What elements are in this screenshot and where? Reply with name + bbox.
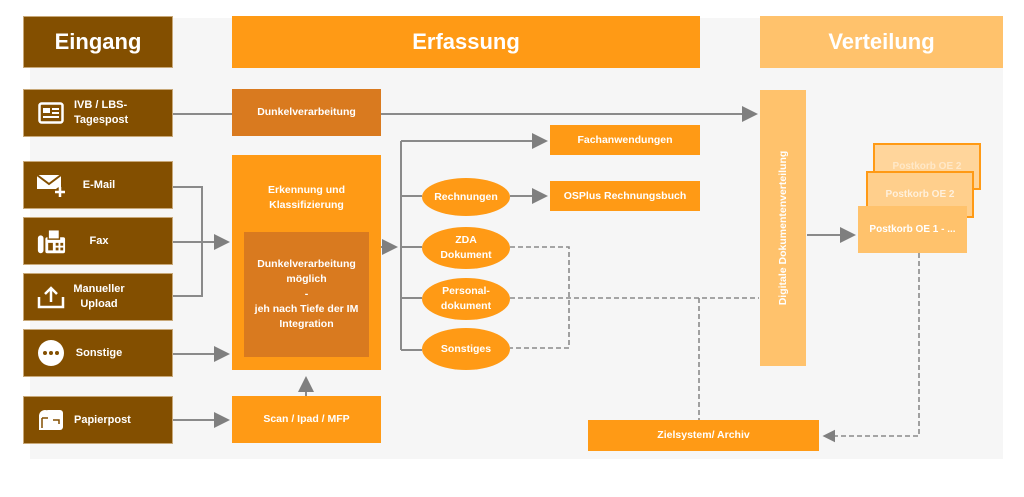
input-fax[interactable]: Fax [23, 217, 173, 265]
postkorb-oe1[interactable]: Postkorb OE 1 - ... [858, 206, 967, 253]
recognition-detail: Dunkelverarbeitung möglich - jeh nach Ti… [244, 232, 369, 357]
category-sonstiges[interactable]: Sonstiges [422, 328, 510, 370]
newspaper-icon [36, 98, 66, 128]
input-label: Fax [89, 234, 109, 247]
input-label: Manueller Upload [73, 283, 125, 310]
input-label: IVB / LBS- Tagespost [74, 99, 129, 126]
target-fachanwendungen[interactable]: Fachanwendungen [550, 125, 700, 155]
category-zda-dokument[interactable]: ZDA Dokument [422, 227, 510, 269]
fax-icon [36, 226, 66, 256]
input-sonstige[interactable]: Sonstige [23, 329, 173, 377]
dashed-postkorb-archiv [822, 253, 920, 443]
dunkelverarbeitung-box[interactable]: Dunkelverarbeitung [232, 89, 381, 136]
header-verteilung: Verteilung [760, 16, 1003, 68]
distribution-label: Digitale Dokumentenverteilung [777, 150, 789, 306]
mailbox-icon [36, 405, 66, 435]
target-rechnungsbuch[interactable]: OSPlus Rechnungsbuch [550, 181, 700, 211]
header-erfassung: Erfassung [232, 16, 700, 68]
input-email[interactable]: E-Mail [23, 161, 173, 209]
target-archiv[interactable]: Zielsystem/ Archiv [588, 420, 819, 451]
recognition-box[interactable]: Erkennung und Klassifizierung Dunkelvera… [232, 155, 381, 370]
scan-box[interactable]: Scan / Ipad / MFP [232, 396, 381, 443]
category-personaldokument[interactable]: Personal- dokument [422, 278, 510, 320]
input-label: E-Mail [82, 178, 116, 191]
more-icon [36, 338, 66, 368]
input-label: Papierpost [74, 413, 131, 426]
input-ivb-tagespost[interactable]: IVB / LBS- Tagespost [23, 89, 173, 137]
header-eingang: Eingang [23, 16, 173, 68]
digitale-dokumentenverteilung[interactable]: Digitale Dokumentenverteilung [760, 90, 806, 366]
input-manueller-upload[interactable]: Manueller Upload [23, 273, 173, 321]
recognition-title: Erkennung und Klassifizierung [268, 184, 345, 211]
category-rechnungen[interactable]: Rechnungen [422, 178, 510, 216]
mail-plus-icon [36, 170, 66, 200]
upload-icon [36, 282, 66, 312]
input-label: Sonstige [75, 346, 123, 359]
input-papierpost[interactable]: Papierpost [23, 396, 173, 444]
